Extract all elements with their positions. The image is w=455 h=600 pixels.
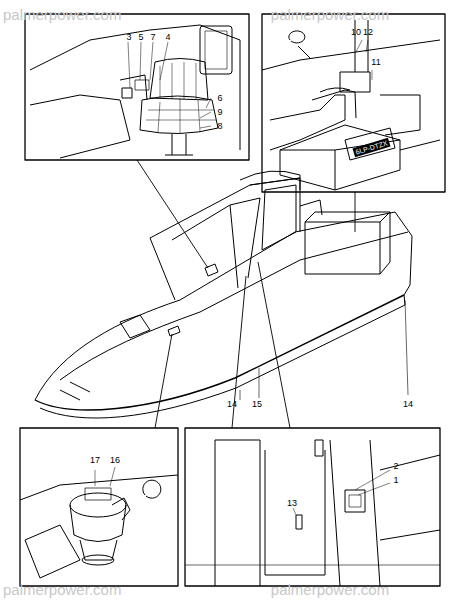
inset-frame — [262, 14, 445, 192]
toilet-inset — [20, 467, 178, 578]
callout-number: 3 — [126, 33, 131, 42]
watermark: palmerpower.com — [271, 7, 389, 22]
watermark: palmerpower.com — [3, 582, 121, 597]
callout-number: 13 — [287, 499, 297, 508]
callout-number: 10 — [351, 28, 361, 37]
seat-inset — [30, 25, 240, 158]
callout-number: 8 — [217, 122, 222, 131]
engine-inset — [262, 20, 440, 190]
inset-frame — [185, 428, 440, 586]
boat-hull — [35, 171, 412, 418]
callout-number: 12 — [363, 28, 373, 37]
callout-number: 2 — [393, 462, 398, 471]
callout-number: 11 — [371, 58, 380, 67]
inset-frame — [25, 14, 249, 160]
callout-number: 14 — [227, 400, 237, 409]
callout-number: 7 — [150, 33, 155, 42]
cabin-inset — [185, 440, 440, 586]
callout-number: 6 — [217, 94, 222, 103]
callout-number: 1 — [393, 476, 398, 485]
watermark: palmerpower.com — [271, 582, 389, 597]
callout-number: 9 — [217, 108, 222, 117]
inset-leaders — [137, 160, 355, 428]
watermark: palmerpower.com — [3, 7, 121, 22]
callout-number: 16 — [110, 456, 120, 465]
callout-number: 4 — [165, 33, 170, 42]
callout-number: 14 — [403, 400, 413, 409]
callout-number: 5 — [138, 33, 143, 42]
inset-frame — [20, 428, 178, 586]
callout-number: 17 — [90, 456, 100, 465]
callout-number: 15 — [252, 400, 262, 409]
